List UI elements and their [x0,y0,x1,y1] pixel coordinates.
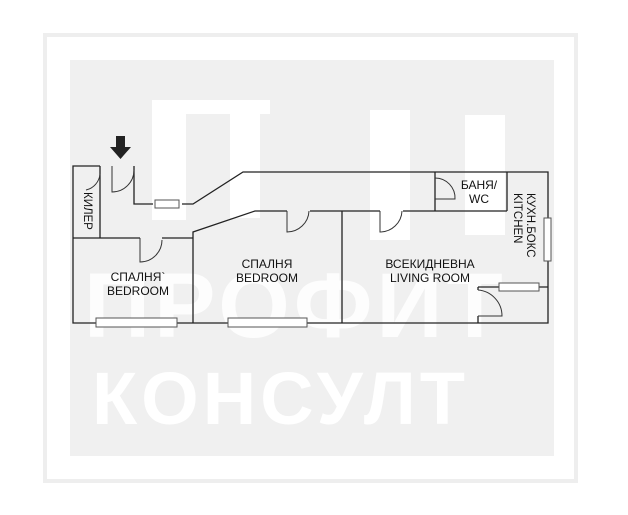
window [227,317,308,328]
room-label-living: ВСЕКИДНЕВНА LIVING ROOM [370,257,490,285]
watermark-line1: ПРОФИТ [84,255,507,357]
room-label-bathroom-en: WC [469,192,489,206]
outer-wall [72,165,549,324]
watermark-background: ПРОФИТ КОНСУЛТ [70,60,554,456]
watermark-frame [43,33,578,483]
room-label-bedroom1-bg: СПАЛНЯ` [110,270,166,284]
door-entrance [111,166,135,193]
window [498,282,540,292]
room-label-bedroom1-en: BEDROOM [106,284,169,298]
window [95,317,178,328]
outer-wall-top [182,171,435,205]
room-label-living-en: LIVING ROOM [389,271,470,285]
room-label-bedroom1: СПАЛНЯ` BEDROOM [98,270,178,298]
room-label-bedroom2-en: BEDROOM [235,271,298,285]
door-closet [85,173,101,191]
watermark-shape [465,115,505,235]
door-bedroom2 [286,210,310,233]
watermark-shape [370,110,410,240]
room-label-bedroom2: СПАЛНЯ BEDROOM [222,257,312,285]
window [543,217,552,262]
window [154,199,180,209]
room-label-bedroom2-bg: СПАЛНЯ [241,257,293,271]
door-kitchen [477,289,503,317]
watermark-shape [230,108,260,218]
watermark-line2: КОНСУЛТ [92,357,469,440]
room-label-living-bg: ВСЕКИДНЕВНА [385,257,475,271]
arrow-down-icon [110,136,131,159]
door-bedroom1 [139,238,163,263]
room-label-bathroom: БАНЯ/ WC [456,178,502,206]
room-label-kitchen-en: KITCHEN [511,193,523,244]
room-label-kitchen: КУХН.БОКС KITCHEN [510,193,536,273]
door-bathroom [434,177,456,200]
room-label-kitchen-bg: КУХН.БОКС [524,193,536,258]
room-label-closet: КИЛЕР [81,192,93,230]
room-label-bathroom-bg: БАНЯ/ [460,178,498,192]
door-living [379,210,403,233]
